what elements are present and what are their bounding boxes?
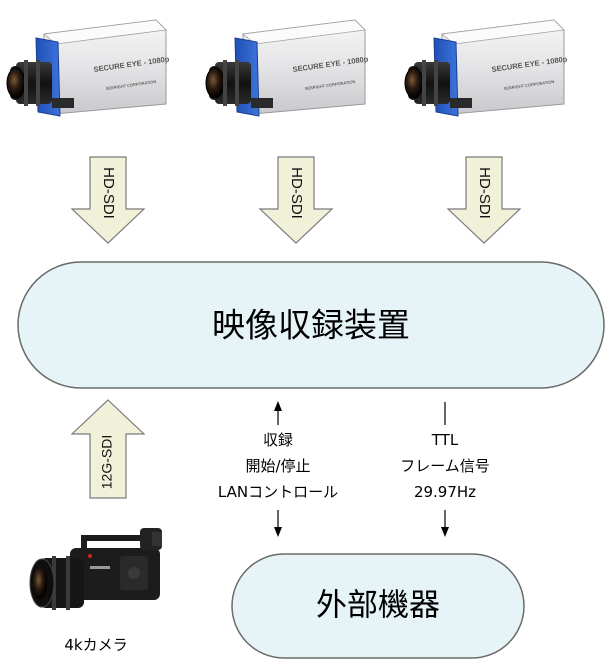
hd-sdi-label: HD-SDI <box>476 167 493 219</box>
ttl-line-2: フレーム信号 <box>400 457 490 475</box>
lan-control-connector <box>274 401 282 537</box>
control-line-1: 収録 <box>263 431 293 449</box>
hd-sdi-label: HD-SDI <box>100 167 117 219</box>
4k-camera-icon <box>29 528 162 610</box>
security-camera-1: SECURE EYE - 1080p SEBRIGHT CORPORATION <box>6 19 170 117</box>
control-line-3: LANコントロール <box>218 483 338 501</box>
recorder-label: 映像収録装置 <box>212 306 410 345</box>
12g-sdi-label: 12G-SDI <box>99 435 115 489</box>
ttl-signal-connector <box>441 402 449 537</box>
ttl-line-1: TTL <box>431 431 459 449</box>
security-camera-2: SECURE EYE - 1080p SEBRIGHT CORPORATION <box>205 19 369 117</box>
12g-sdi-arrow: 12G-SDI <box>70 399 146 499</box>
recorder-box <box>17 261 605 389</box>
ttl-line-3: 29.97Hz <box>414 483 476 501</box>
hd-sdi-arrow-2: HD-SDI <box>259 156 333 244</box>
hd-sdi-arrow-1: HD-SDI <box>71 156 145 244</box>
4k-camera-label: 4kカメラ <box>64 636 127 654</box>
control-line-2: 開始/停止 <box>245 457 310 475</box>
hd-sdi-label: HD-SDI <box>288 167 305 219</box>
security-camera-3: SECURE EYE - 1080p SEBRIGHT CORPORATION <box>404 19 568 117</box>
external-device-label: 外部機器 <box>316 588 440 624</box>
hd-sdi-arrow-3: HD-SDI <box>447 156 521 244</box>
external-device-box <box>231 553 525 659</box>
